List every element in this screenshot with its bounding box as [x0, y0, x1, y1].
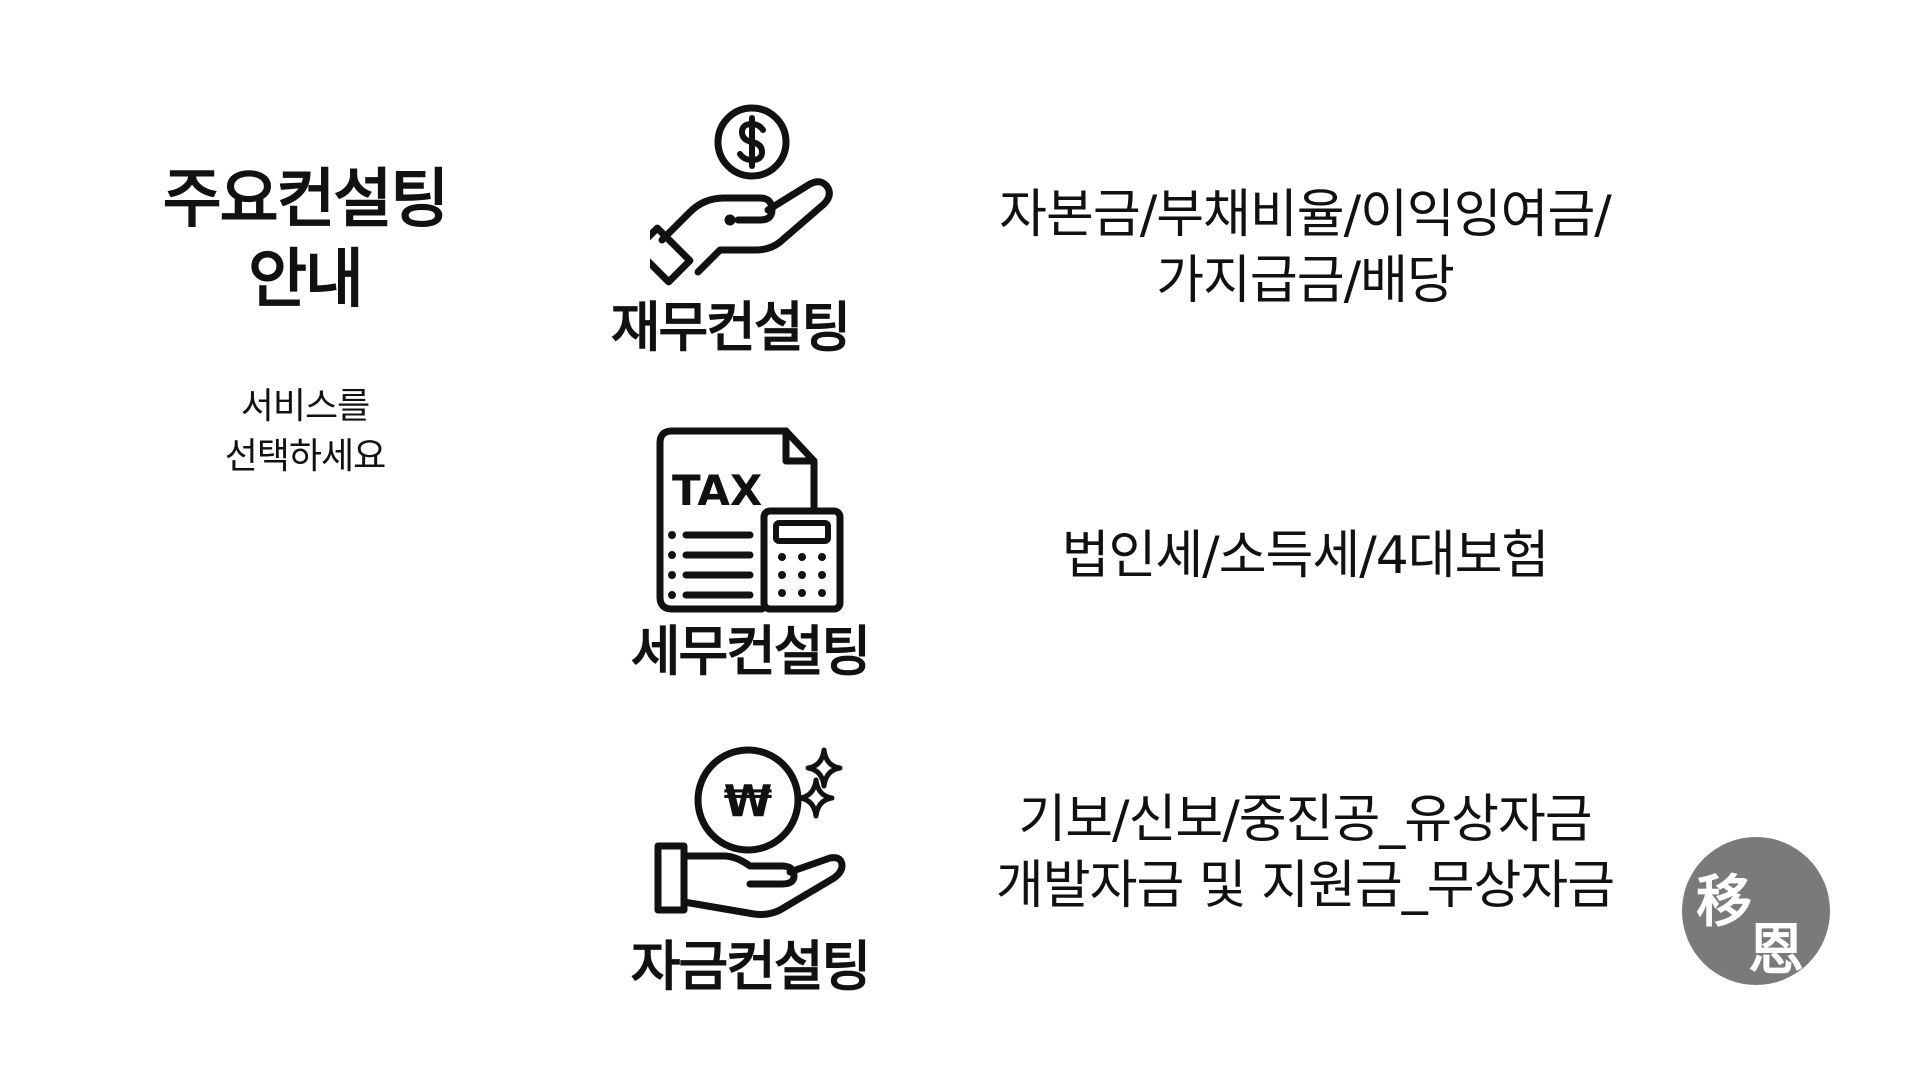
- service-description-line-1: 법인세/소득세/4대보험: [1061, 526, 1550, 586]
- page-subtitle-line-1: 서비스를: [240, 386, 370, 427]
- tax-icon-label: TAX: [672, 466, 762, 515]
- page-title-line-1: 주요컨설팅: [162, 163, 449, 237]
- page-subtitle-line-2: 선택하세요: [224, 436, 387, 477]
- service-description-line-1: 자본금/부채비율/이익잉여금/: [999, 185, 1612, 245]
- service-funding-consulting[interactable]: ₩ 자금컨설팅 기보/신보/중진공_유상자금 개발자금 및 지원금_무상자금: [560, 742, 1670, 1002]
- tax-calculator-icon: TAX: [656, 427, 844, 613]
- service-description-line-2: 가지급금/배당: [1156, 251, 1455, 311]
- dollar-coin-hand-icon: [650, 104, 833, 286]
- service-description-line-1: 기보/신보/중진공_유상자금: [1018, 790, 1592, 850]
- service-description: 기보/신보/중진공_유상자금 개발자금 및 지원금_무상자금: [940, 787, 1670, 919]
- service-description: 법인세/소득세/4대보험: [940, 523, 1670, 589]
- won-coin-hand-icon: ₩: [654, 746, 846, 918]
- service-name: 세무컨설팅: [630, 620, 871, 683]
- page-subtitle: 서비스를 선택하세요: [140, 382, 470, 482]
- page-title-line-2: 안내: [248, 243, 364, 317]
- brand-logo-badge: 移 恩: [1682, 837, 1830, 985]
- page-title: 주요컨설팅 안내: [140, 160, 470, 320]
- service-name: 재무컨설팅: [610, 296, 851, 359]
- service-financial-consulting[interactable]: 재무컨설팅 자본금/부채비율/이익잉여금/ 가지급금/배당: [560, 100, 1670, 360]
- logo-char-1: 移: [1696, 869, 1752, 935]
- service-name: 자금컨설팅: [630, 935, 871, 998]
- service-description: 자본금/부채비율/이익잉여금/ 가지급금/배당: [940, 182, 1670, 314]
- intro-panel: 주요컨설팅 안내 서비스를 선택하세요: [140, 160, 470, 482]
- service-description-line-2: 개발자금 및 지원금_무상자금: [995, 856, 1615, 916]
- logo-char-2: 恩: [1748, 917, 1804, 983]
- won-icon-label: ₩: [724, 776, 773, 827]
- service-tax-consulting[interactable]: TAX 세무컨설팅 법인세/소득세/4대보험: [560, 425, 1670, 685]
